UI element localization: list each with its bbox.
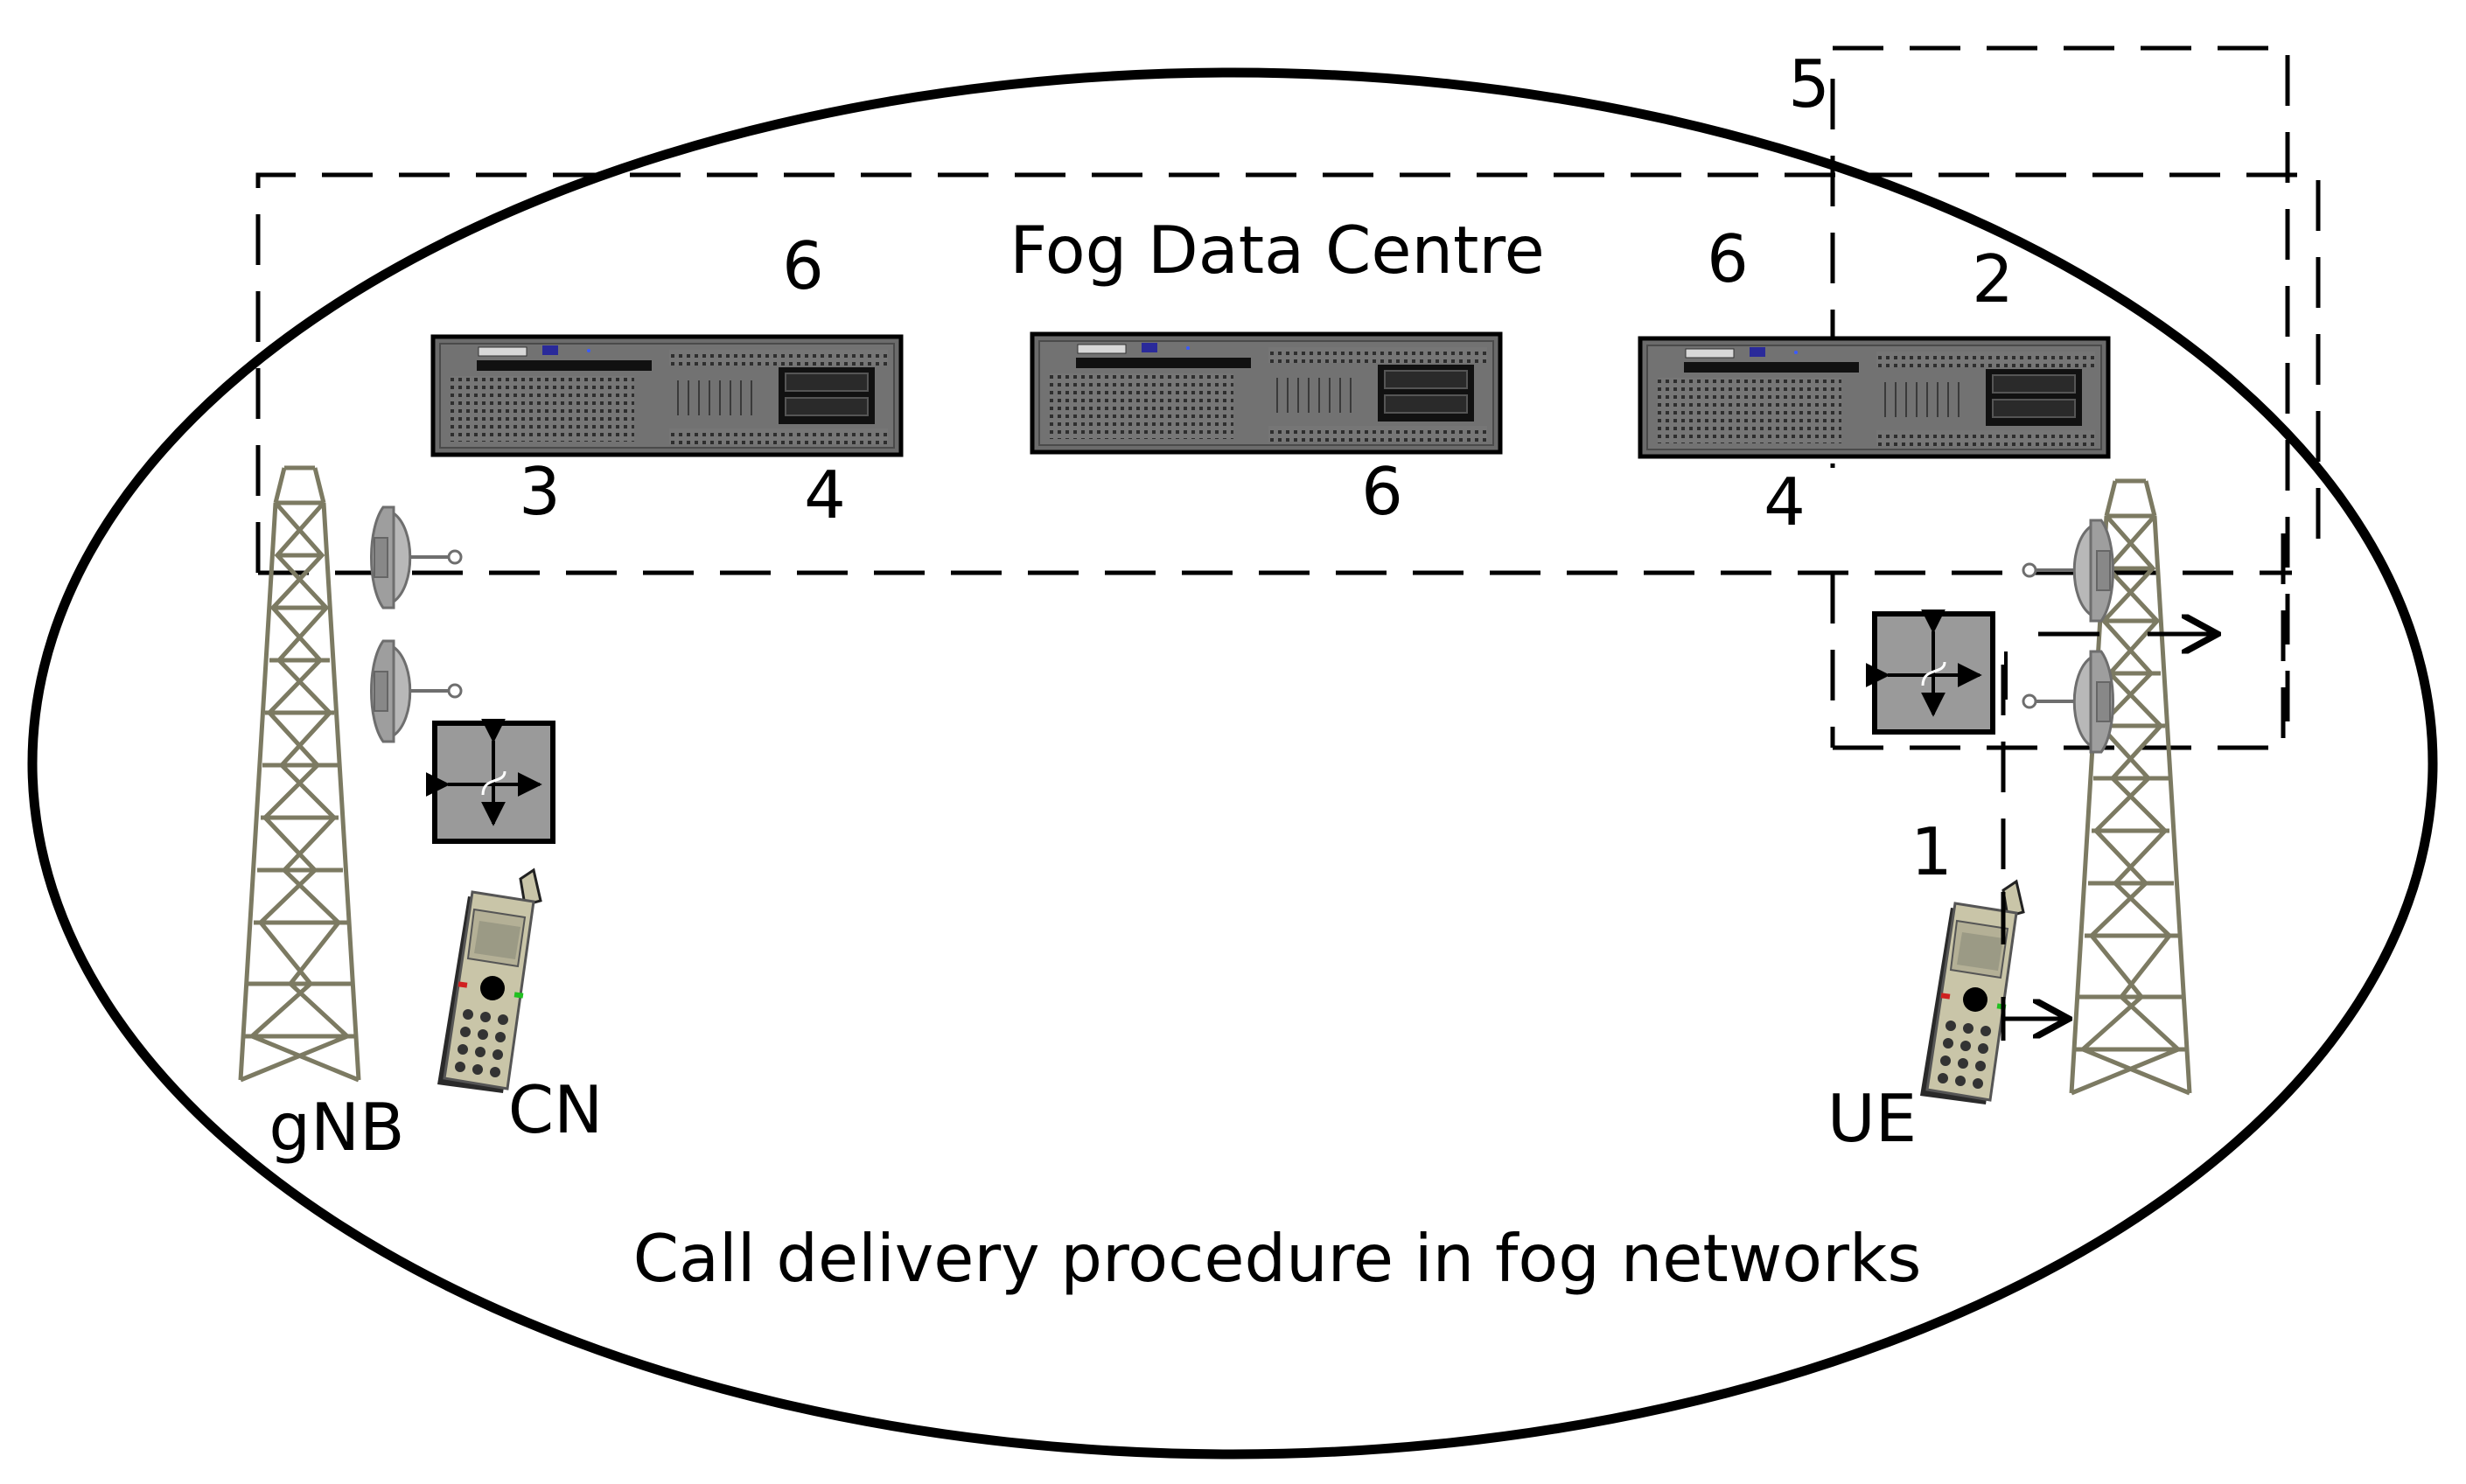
step-label-6-left: 6 [782, 227, 824, 304]
step-label-5: 5 [1788, 45, 1830, 122]
fog-data-centre-label: Fog Data Centre [1009, 212, 1545, 289]
dish-antenna-icon [2022, 650, 2115, 754]
dish-antenna-icon [2022, 519, 2115, 623]
fog-server-right [1640, 338, 2108, 456]
signal-arrows [2001, 634, 2218, 1041]
cn-label: CN [508, 1071, 603, 1148]
step-label-1: 1 [1911, 813, 1953, 890]
fog-data-centre-boundary [255, 45, 2321, 883]
step-label-4-left: 4 [804, 456, 846, 533]
step-label-6-mid: 6 [1361, 453, 1403, 530]
fog-server-middle [1032, 334, 1500, 452]
cn-phone-icon [436, 868, 542, 1095]
caption-label: Call delivery procedure in fog networks [633, 1220, 1922, 1297]
ue-phone-icon [1918, 880, 2025, 1106]
step-label-2: 2 [1972, 240, 2014, 317]
fog-server-left [433, 337, 901, 455]
step-label-6-right: 6 [1707, 220, 1749, 297]
gnb-label: gNB [269, 1089, 404, 1166]
step-label-3: 3 [519, 453, 561, 530]
network-area-ellipse [27, 67, 2438, 1460]
router-left-icon [435, 723, 553, 841]
dish-antenna-icon [369, 505, 463, 610]
ue-label: UE [1827, 1080, 1917, 1157]
router-right-icon [1875, 614, 1993, 732]
step-label-4-right: 4 [1764, 463, 1806, 540]
